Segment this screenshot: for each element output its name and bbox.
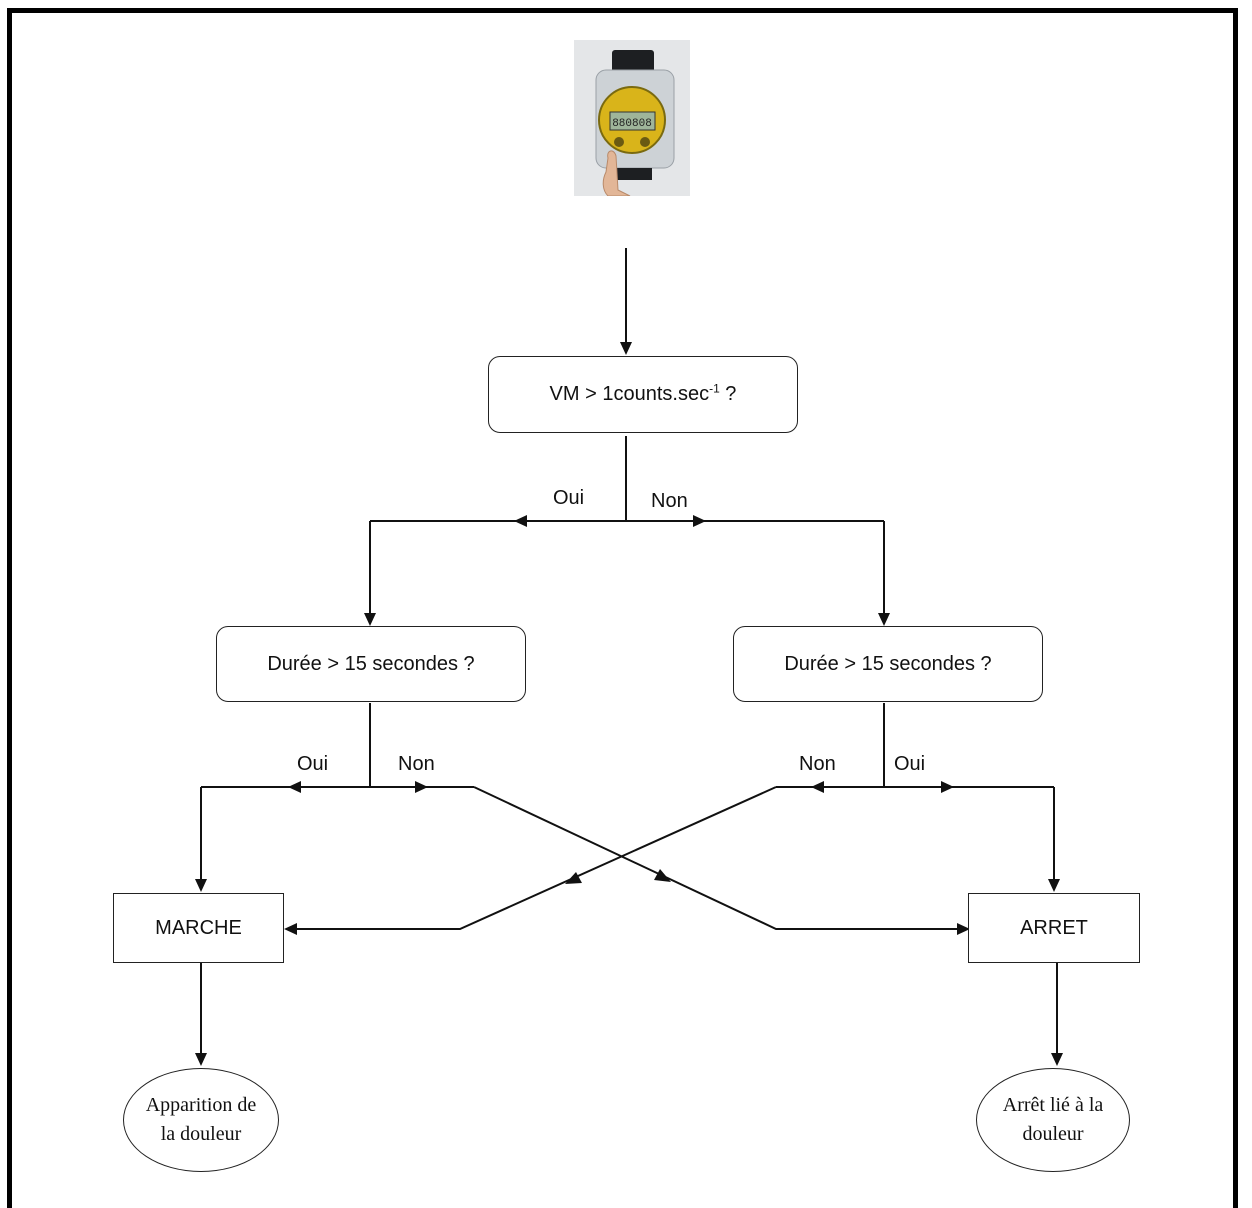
outcome-pain-stop-line2: douleur bbox=[1022, 1123, 1084, 1145]
state-marche: MARCHE bbox=[113, 893, 284, 963]
outcome-pain-stop: Arrêt lié à la douleur bbox=[976, 1068, 1130, 1172]
decision-duration-right-text: Durée > 15 secondes ? bbox=[784, 652, 992, 675]
decision-duration-left: Durée > 15 secondes ? bbox=[216, 626, 526, 702]
outcome-pain-onset: Apparition de la douleur bbox=[123, 1068, 279, 1172]
outcome-pain-stop-line1: Arrêt lié à la bbox=[1002, 1094, 1104, 1116]
label-top-oui: Oui bbox=[553, 487, 585, 509]
diagram-frame bbox=[7, 8, 1238, 1208]
state-marche-text: MARCHE bbox=[155, 916, 242, 939]
decision-vm-threshold: VM > 1counts.sec-1 ? bbox=[488, 356, 798, 433]
label-right-non: Non bbox=[799, 753, 836, 775]
watch-photo: 880808 bbox=[574, 40, 690, 196]
decision-duration-right: Durée > 15 secondes ? bbox=[733, 626, 1043, 702]
outcome-pain-onset-line2: la douleur bbox=[160, 1123, 242, 1145]
state-arret: ARRET bbox=[968, 893, 1140, 963]
label-left-oui: Oui bbox=[297, 753, 329, 775]
decision-vm-text: VM > 1counts.sec-1 ? bbox=[549, 381, 737, 405]
state-arret-text: ARRET bbox=[1020, 916, 1088, 939]
label-left-non: Non bbox=[398, 753, 435, 775]
label-top-non: Non bbox=[651, 490, 688, 512]
label-right-oui: Oui bbox=[894, 753, 926, 775]
outcome-pain-onset-line1: Apparition de bbox=[145, 1094, 257, 1116]
svg-text:880808: 880808 bbox=[612, 118, 652, 130]
decision-duration-left-text: Durée > 15 secondes ? bbox=[267, 652, 475, 675]
